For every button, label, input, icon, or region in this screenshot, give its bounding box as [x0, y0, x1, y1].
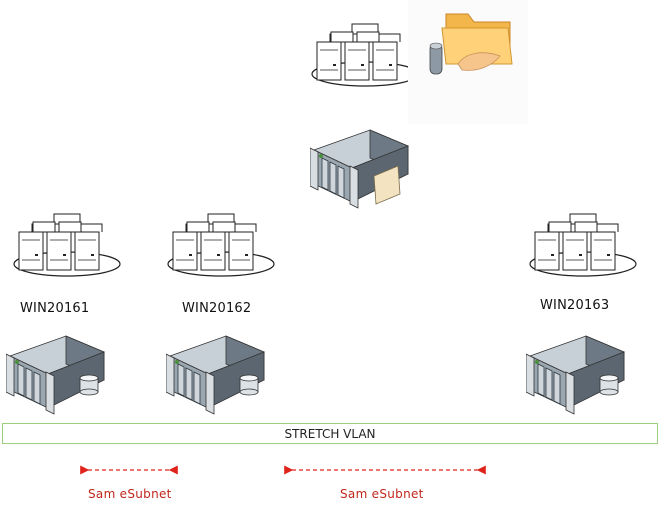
- file-server-icon: [310, 129, 409, 209]
- rack-server-icon: [166, 335, 265, 415]
- vlan-label: STRETCH VLAN: [284, 426, 376, 441]
- node-label-1: WIN20161: [20, 301, 90, 316]
- vm-cluster-icon: [529, 213, 637, 277]
- vm-cluster-icon: [167, 213, 275, 277]
- rack-server-icon: [6, 335, 105, 415]
- rack-server-icon: [526, 335, 625, 415]
- file-share-icon: [429, 13, 513, 75]
- node-label-3: WIN20163: [540, 298, 610, 313]
- subnet-label-2: Sam eSubnet: [340, 487, 424, 501]
- subnet-arrow-left: [80, 465, 178, 475]
- stretch-vlan-bar: STRETCH VLAN: [2, 423, 658, 444]
- vm-cluster-icon: [13, 213, 121, 277]
- subnet-arrow-right: [284, 465, 486, 475]
- file-share-panel: [408, 0, 528, 124]
- subnet-label-1: Sam eSubnet: [88, 487, 172, 501]
- vm-cluster-icon: [311, 23, 419, 87]
- node-label-2: WIN20162: [182, 301, 252, 316]
